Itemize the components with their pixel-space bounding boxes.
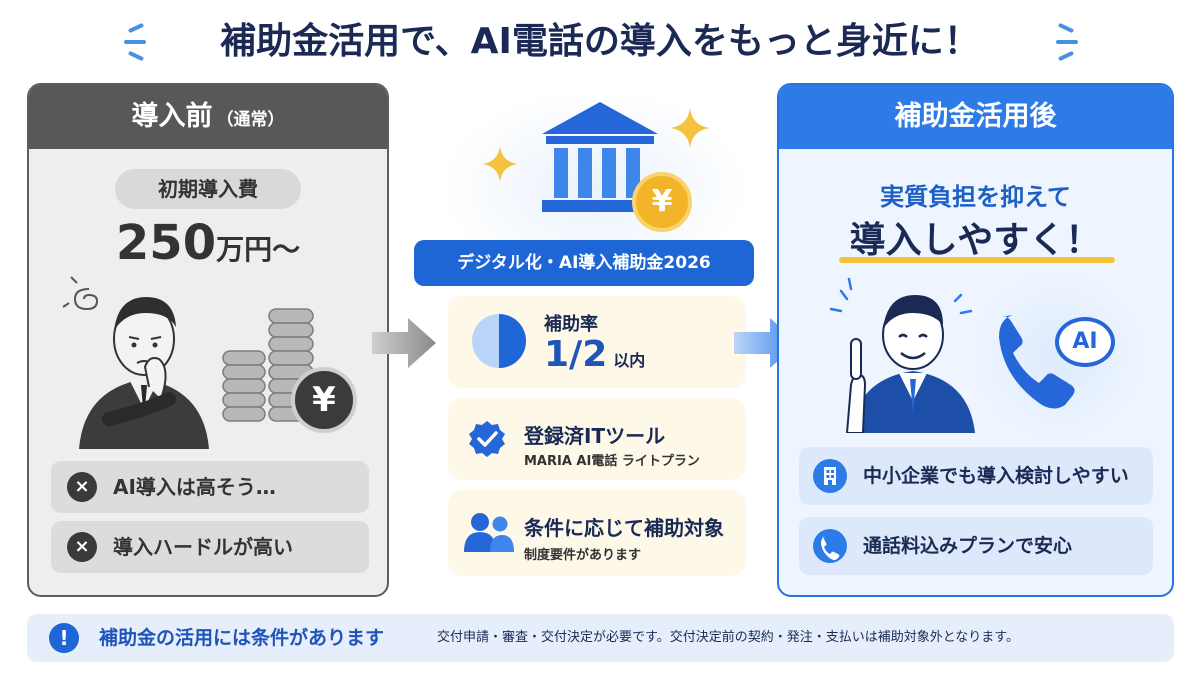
benefit-line2: 導入しやすく！	[849, 220, 1102, 261]
subsidy-rate-label: 補助率	[544, 314, 598, 335]
yen-symbol: ¥	[651, 184, 673, 219]
phone-icon	[813, 529, 847, 563]
benefit-line1: 実質負担を抑えて	[880, 183, 1071, 211]
pro-text: 中小企業でも導入検討しやすい	[863, 465, 1129, 487]
footer-title: 補助金の活用には条件があります	[99, 627, 385, 649]
x-circle-icon: ×	[67, 532, 97, 562]
phone-icon	[999, 315, 1075, 409]
exclamation-icon: !	[49, 623, 79, 653]
cost-unit: 万円〜	[216, 233, 301, 266]
yen-symbol: ¥	[312, 380, 336, 420]
before-panel: 導入前（通常） 初期導入費 250万円〜	[27, 83, 389, 597]
ai-phone-glow	[969, 271, 1149, 441]
con-item: × 導入ハードルが高い	[51, 521, 369, 573]
cost-value: 250万円〜	[29, 215, 387, 271]
footer-note: 交付申請・審査・交付決定が必要です。交付決定前の契約・発注・支払いは補助対象外と…	[437, 630, 1020, 645]
x-circle-icon: ×	[67, 472, 97, 502]
after-panel: 補助金活用後 実質負担を抑えて 導入しやすく！ AI	[777, 83, 1174, 597]
subsidy-rate-card: 補助率 1/2 以内	[448, 296, 746, 388]
conditions-title: 条件に応じて補助対象	[524, 516, 724, 540]
pro-item: 中小企業でも導入検討しやすい	[799, 447, 1153, 505]
con-text: 導入ハードルが高い	[113, 535, 293, 559]
con-text: AI導入は高そう…	[113, 475, 276, 499]
title-decoration-left	[120, 22, 150, 62]
bank-building-icon	[542, 102, 658, 212]
cost-label: 初期導入費	[115, 169, 301, 209]
people-group-icon	[464, 513, 514, 552]
check-badge-icon	[469, 421, 505, 457]
ai-badge-label: AI	[1072, 329, 1098, 354]
before-header: 導入前（通常）	[29, 85, 387, 149]
before-header-label: 導入前	[131, 101, 213, 132]
sparkle-icon	[670, 108, 710, 148]
building-icon	[813, 459, 847, 493]
dizzy-swirl-icon	[62, 276, 99, 311]
yen-coin-icon: ¥	[291, 367, 357, 433]
registered-tool-title: 登録済ITツール	[524, 424, 666, 448]
conditions-sub: 制度要件があります	[524, 548, 642, 563]
worried-businessman-illustration	[62, 276, 209, 449]
subsidy-rate-suffix: 以内	[613, 351, 646, 370]
subsidy-rate-number: 1/2	[544, 334, 608, 375]
conditions-card: 条件に応じて補助対象 制度要件があります	[448, 490, 746, 576]
subsidy-rate-value: 1/2 以内	[544, 334, 645, 375]
registered-tool-card: 登録済ITツール MARIA AI電話 ライトプラン	[448, 398, 746, 480]
pro-text: 通話料込みプランで安心	[863, 535, 1073, 557]
pro-item: 通話料込みプランで安心	[799, 517, 1153, 575]
smiling-businessman-illustration	[829, 277, 975, 433]
ai-speech-bubble: AI	[1055, 317, 1115, 367]
yen-gold-coin-icon: ¥	[632, 172, 692, 232]
before-header-sub: （通常）	[216, 110, 285, 130]
registered-tool-sub: MARIA AI電話 ライトプラン	[524, 454, 700, 469]
arrow-right-icon	[372, 318, 436, 368]
page-title: 補助金活用で、AI電話の導入をもっと身近に！	[220, 21, 980, 62]
benefit-underline	[839, 257, 1115, 263]
con-item: × AI導入は高そう…	[51, 461, 369, 513]
title-decoration-right	[1052, 22, 1082, 62]
after-header: 補助金活用後	[779, 85, 1172, 149]
sparkle-icon	[482, 146, 518, 182]
subsidy-name-badge: デジタル化・AI導入補助金2026	[414, 240, 754, 286]
pie-chart-icon	[472, 314, 526, 368]
footer-notice: ! 補助金の活用には条件があります 交付申請・審査・交付決定が必要です。交付決定…	[27, 614, 1174, 662]
cost-number: 250	[115, 215, 217, 271]
